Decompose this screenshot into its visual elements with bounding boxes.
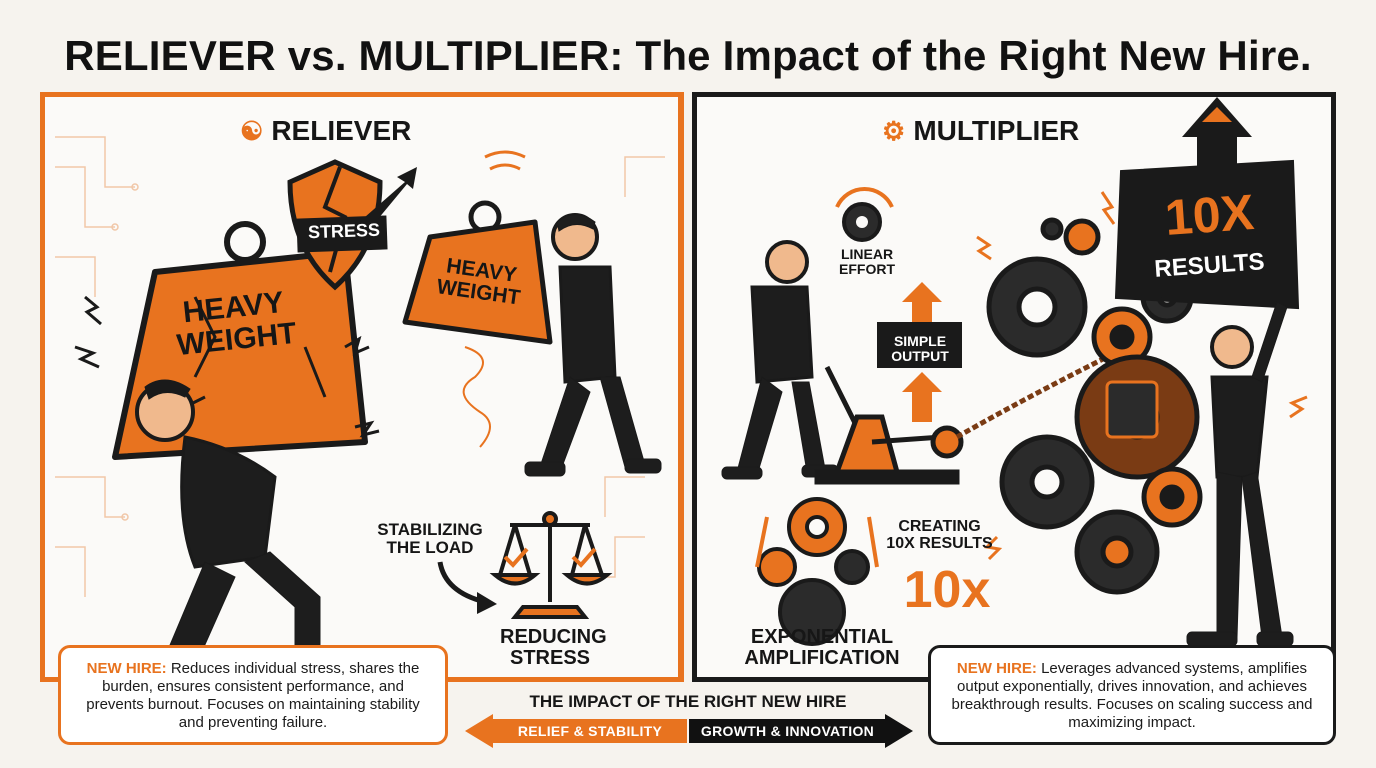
lifting-worker	[1186, 301, 1294, 647]
control-panel-icon	[1105, 380, 1159, 439]
multiplier-panel: ⚙ MULTIPLIER LINEAR EFFORT SIMPLE OUTPUT…	[692, 92, 1336, 682]
multiplier-illustration	[721, 97, 1308, 647]
linear-effort-label: LINEAR EFFORT	[839, 246, 895, 277]
big-10x-label: 10x	[903, 561, 991, 619]
stabilizing-label: STABILIZING THE LOAD	[377, 520, 483, 557]
circuit-pattern	[55, 136, 665, 597]
up-arrow-icon	[902, 282, 942, 322]
impact-arrows	[465, 714, 913, 748]
energy-sparks	[976, 191, 1308, 561]
exponential-gears-icon	[755, 497, 879, 646]
multiplier-heading: ⚙ MULTIPLIER	[882, 115, 1080, 146]
multiplier-description: NEW HIRE: Leverages advanced systems, am…	[928, 645, 1336, 745]
stressed-worker	[135, 379, 330, 669]
relief-stability-label: RELIEF & STABILITY	[517, 723, 663, 739]
balance-scale-icon	[489, 511, 613, 619]
heavy-weight-small	[402, 150, 553, 448]
lever-worker	[721, 240, 839, 480]
relief-arrow	[465, 714, 687, 748]
growth-innovation-label: GROWTH & INNOVATION	[700, 723, 875, 739]
linear-effort-gear-icon	[835, 186, 894, 242]
impact-title: THE IMPACT OF THE RIGHT NEW HIRE	[529, 692, 847, 711]
lever-machine	[814, 365, 964, 485]
drive-chain	[955, 349, 1119, 440]
reducing-stress-label: REDUCING STRESS	[500, 626, 607, 669]
gear-network-icon: ⚙	[882, 115, 906, 146]
results-box	[1114, 97, 1300, 310]
reliever-panel: ☯ RELIEVER HEAVY WEIGHT HEAVY WEIGHT STR…	[40, 92, 684, 682]
up-arrow-icon	[902, 372, 942, 422]
stress-shield	[287, 159, 417, 291]
hands-lifting-weight-icon: ☯	[240, 115, 264, 146]
reliever-illustration	[55, 136, 665, 669]
reliever-heading: ☯ RELIEVER	[240, 115, 412, 146]
exponential-label: EXPONENTIAL AMPLIFICATION	[744, 626, 900, 669]
helping-worker	[524, 213, 662, 477]
creating-results-label: CREATING 10X RESULTS	[886, 518, 993, 552]
page-title: RELIEVER vs. MULTIPLIER: The Impact of t…	[64, 32, 1312, 79]
simple-output-label: SIMPLE OUTPUT	[891, 333, 949, 364]
growth-arrow	[689, 714, 913, 748]
strain-lines	[74, 295, 380, 438]
simple-output-box	[877, 322, 962, 368]
reliever-description: NEW HIRE: Reduces individual stress, sha…	[58, 645, 448, 745]
stress-label: STRESS	[307, 219, 381, 243]
